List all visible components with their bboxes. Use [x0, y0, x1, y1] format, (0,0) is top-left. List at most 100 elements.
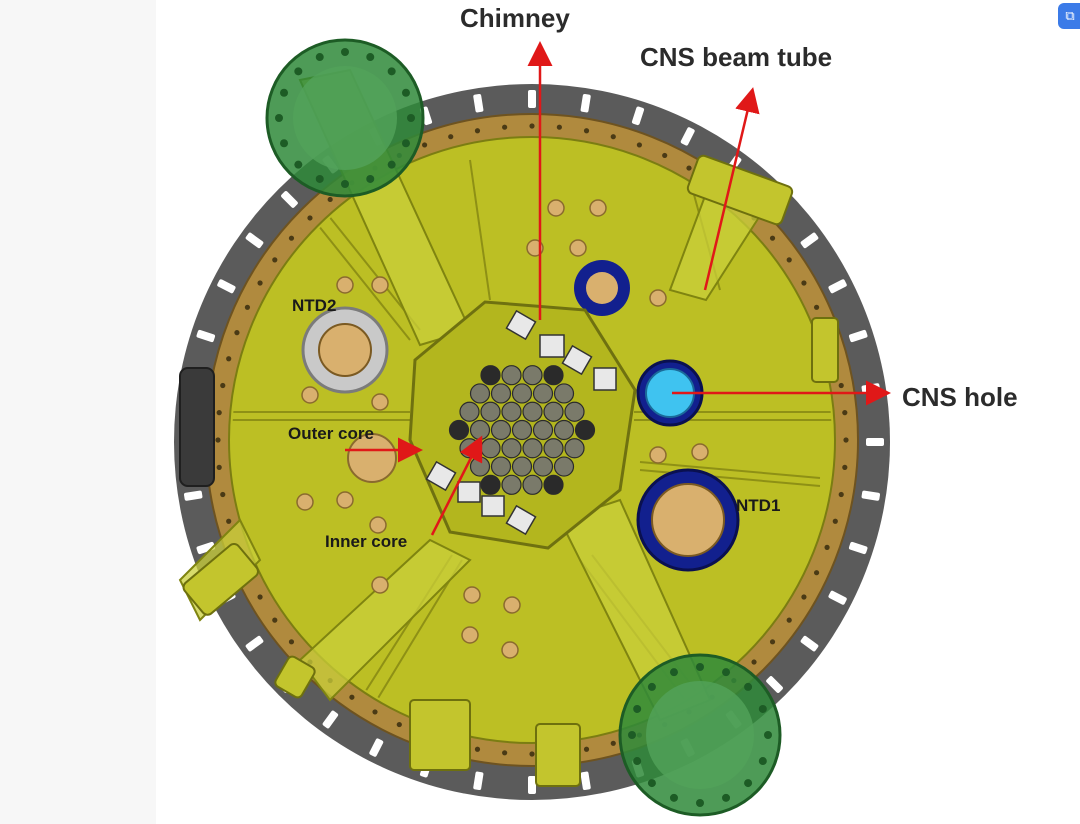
green-flange-bolt: [401, 88, 410, 97]
flange-bolt: [257, 594, 263, 600]
flange-bolt: [843, 437, 849, 443]
large-plate-hole: [347, 433, 397, 483]
fuel-rod: [501, 365, 522, 386]
fuel-rod: [564, 438, 585, 459]
green-flange-bottom-right: [618, 653, 782, 817]
vessel-slot: [528, 90, 536, 108]
green-flange-bolt: [758, 704, 767, 713]
flange-bolt: [838, 382, 844, 389]
fuel-rod: [532, 456, 554, 477]
fuel-rod: [543, 401, 564, 422]
fuel-rod: [522, 438, 543, 459]
green-flange-bolt: [341, 48, 349, 56]
vessel-slot: [848, 541, 868, 555]
flange-bolt: [610, 134, 616, 140]
fuel-rod: [490, 383, 512, 404]
flange-bolt: [288, 235, 295, 241]
navy-port-top: [574, 260, 630, 316]
fuel-rod: [511, 456, 533, 477]
vessel-slot: [369, 738, 384, 757]
flange-bolt: [307, 215, 313, 221]
flange-bolt: [448, 134, 454, 140]
flange-bolt: [801, 594, 807, 600]
translate-icon[interactable]: ⧉: [1058, 3, 1080, 29]
fuel-rod: [480, 401, 501, 422]
flange-bolt: [220, 382, 226, 389]
control-rod-housings: [425, 309, 617, 536]
flange-bolt: [751, 659, 757, 665]
fuel-rod: [522, 401, 543, 422]
fuel-rod: [574, 419, 596, 441]
green-flange-bolt: [280, 139, 289, 148]
green-flange-bolt: [341, 180, 349, 188]
flange-bolt: [813, 570, 820, 576]
flange-bolt: [216, 410, 222, 416]
green-flange-bolt: [401, 139, 410, 148]
fuel-rod: [522, 365, 543, 386]
flange-bolt: [215, 437, 221, 443]
flange-bolt: [662, 152, 668, 159]
fuel-rod: [543, 438, 564, 459]
label-cns-hole: CNS hole: [902, 382, 1018, 412]
fuel-rod: [511, 383, 533, 404]
green-flange-bolt: [696, 663, 704, 671]
flange-bolt: [502, 750, 508, 756]
flange-bolt: [842, 410, 848, 416]
inner-core-arrow: [430, 435, 483, 536]
vessel-slot: [766, 676, 783, 693]
flange-bolt: [842, 464, 848, 470]
flange-bolt: [838, 491, 844, 498]
plate-holes: [296, 199, 709, 659]
flange-bolt: [474, 128, 481, 134]
flange-bolt: [216, 464, 222, 470]
side-port-dark: [179, 367, 215, 487]
vessel-slot: [245, 232, 264, 249]
flange-bolt: [610, 740, 616, 746]
fuel-rod: [511, 419, 533, 441]
fuel-rod: [564, 401, 585, 422]
vessel-slot: [196, 329, 216, 343]
vessel-slot: [580, 93, 591, 113]
fuel-rod: [543, 365, 564, 386]
fuel-rod: [448, 419, 470, 441]
flange-bolt: [769, 639, 776, 645]
cns-hole-port: [636, 359, 704, 427]
green-flange-bolt: [315, 53, 324, 62]
vessel-slot: [217, 279, 236, 294]
vessel-slot: [800, 232, 819, 249]
flange-bolt: [786, 257, 792, 263]
flange-bolt: [234, 330, 240, 336]
flange-bolt: [244, 304, 251, 310]
green-flange-bolt: [669, 793, 678, 802]
flange-bolt: [372, 709, 378, 715]
beam-tube-arrow: [703, 87, 760, 291]
green-flange-bolt: [407, 114, 415, 122]
green-flange-bolt: [696, 799, 704, 807]
green-flange-bolt: [633, 704, 642, 713]
fuel-rod: [469, 419, 491, 441]
flange-bolt: [226, 356, 232, 362]
flange-bolt: [583, 746, 590, 752]
vessel-slot: [281, 191, 298, 208]
fuel-rod: [543, 474, 564, 495]
label-cns-beam-tube: CNS beam tube: [640, 42, 833, 72]
flange-bolt: [786, 617, 792, 623]
green-flange-bolt: [633, 757, 642, 766]
flange-bolt: [813, 304, 820, 310]
fuel-rods: [448, 365, 596, 495]
label-ntd1: NTD1: [736, 496, 781, 515]
green-flange-bolt: [366, 174, 375, 183]
ntd2-port: [301, 306, 389, 394]
green-flange-bolts: [275, 48, 772, 807]
flange-bolt: [832, 518, 838, 524]
green-flange-bolt: [294, 160, 303, 169]
fuel-rod: [532, 383, 554, 404]
vessel-slot: [528, 776, 536, 794]
fuel-rod: [480, 474, 501, 495]
fuel-rod: [553, 419, 575, 441]
flange-bolt: [824, 544, 830, 550]
flange-bolt: [272, 617, 278, 623]
flange-bolt: [769, 235, 776, 241]
flange-bolt: [327, 196, 333, 203]
fuel-rod: [522, 474, 543, 495]
